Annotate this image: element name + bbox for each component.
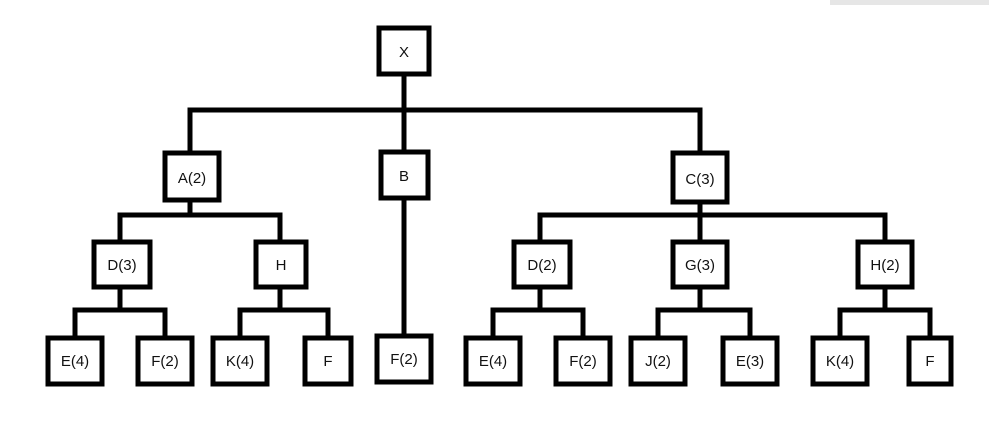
edge-h2-children — [837, 287, 933, 338]
node-e4-b: E(4) — [463, 335, 523, 387]
node-label: D(2) — [527, 257, 556, 274]
edge-c-children — [537, 202, 888, 243]
node-label: H(2) — [870, 257, 899, 274]
node-label: E(4) — [479, 353, 507, 370]
node-k4-a: K(4) — [210, 335, 270, 387]
node-k4-b: K(4) — [810, 335, 870, 387]
node-label: E(4) — [61, 353, 89, 370]
node-label: E(3) — [736, 353, 764, 370]
node-f-a: F — [302, 335, 354, 387]
node-label: F(2) — [151, 353, 179, 370]
node-label: F(2) — [569, 353, 597, 370]
edge-g3-children — [655, 287, 753, 338]
node-e4-a: E(4) — [45, 335, 105, 387]
node-d3: D(3) — [91, 239, 153, 290]
node-label: F — [323, 353, 332, 370]
node-b: B — [378, 149, 431, 201]
node-label: J(2) — [645, 353, 671, 370]
node-label: F(2) — [390, 351, 418, 368]
node-label: F — [925, 353, 934, 370]
node-label: G(3) — [685, 257, 715, 274]
node-f-b: F — [906, 335, 954, 387]
edge-a-children — [117, 200, 283, 243]
node-f2-c: F(2) — [553, 335, 613, 387]
node-j2: J(2) — [628, 335, 688, 387]
node-label: H — [276, 257, 287, 274]
node-d2: D(2) — [511, 239, 573, 290]
edge-h-children — [237, 287, 331, 338]
node-g3: G(3) — [670, 239, 730, 290]
edge-d2-children — [490, 287, 586, 338]
node-label: B — [399, 168, 409, 185]
node-e3: E(3) — [720, 335, 780, 387]
node-f2-a: F(2) — [135, 335, 195, 387]
corner-strip — [830, 0, 989, 5]
edge-d3-children — [72, 287, 168, 338]
node-label: K(4) — [826, 353, 854, 370]
node-c: C(3) — [670, 150, 730, 205]
edge-x-children — [187, 73, 703, 153]
node-f2-b: F(2) — [374, 333, 434, 385]
node-label: A(2) — [178, 170, 206, 187]
node-h: H — [253, 239, 309, 290]
node-x: X — [376, 25, 432, 77]
node-h2: H(2) — [855, 239, 915, 290]
node-label: D(3) — [107, 257, 136, 274]
node-label: X — [399, 44, 409, 61]
node-label: C(3) — [685, 171, 714, 188]
node-label: K(4) — [226, 353, 254, 370]
node-a: A(2) — [162, 150, 222, 203]
